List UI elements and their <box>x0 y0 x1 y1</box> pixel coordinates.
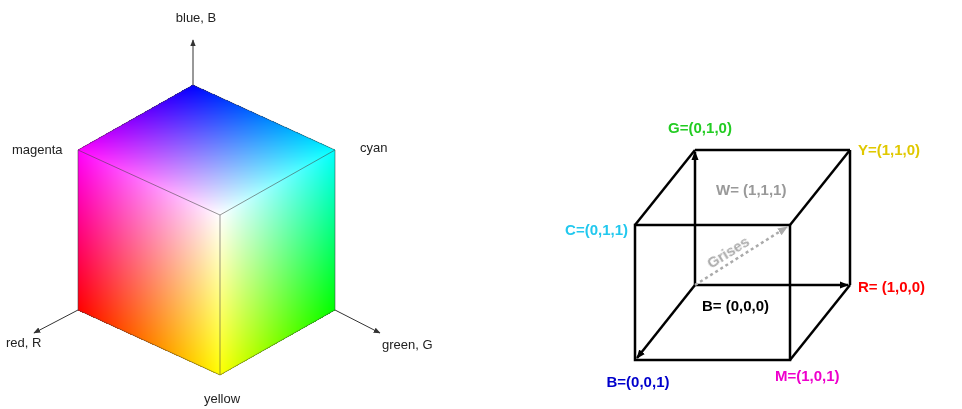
axis-arrows <box>34 40 380 333</box>
vertex-label: C=(0,1,1) <box>565 221 628 238</box>
grey-diagonal <box>695 227 787 285</box>
corner-label: cyan <box>360 141 387 156</box>
vertex-label: Y=(1,1,0) <box>858 141 920 158</box>
axis-label: red, R <box>6 336 41 351</box>
wireframe-cube <box>635 150 850 360</box>
vertex-label: G=(0,1,0) <box>668 119 732 136</box>
axis-label: green, G <box>382 338 433 353</box>
vertex-label: R= (1,0,0) <box>858 278 925 295</box>
vertex-label: B=(0,0,1) <box>607 373 670 390</box>
vertex-label: M=(1,0,1) <box>775 367 840 384</box>
corner-label: yellow <box>204 392 240 407</box>
axis-arrows-rgb <box>637 152 848 358</box>
cube-edges <box>78 85 335 375</box>
axis-label: blue, B <box>176 11 216 26</box>
vertex-label: B= (0,0,0) <box>702 297 769 314</box>
vertex-label: W= (1,1,1) <box>716 181 786 198</box>
corner-label: magenta <box>12 143 63 158</box>
